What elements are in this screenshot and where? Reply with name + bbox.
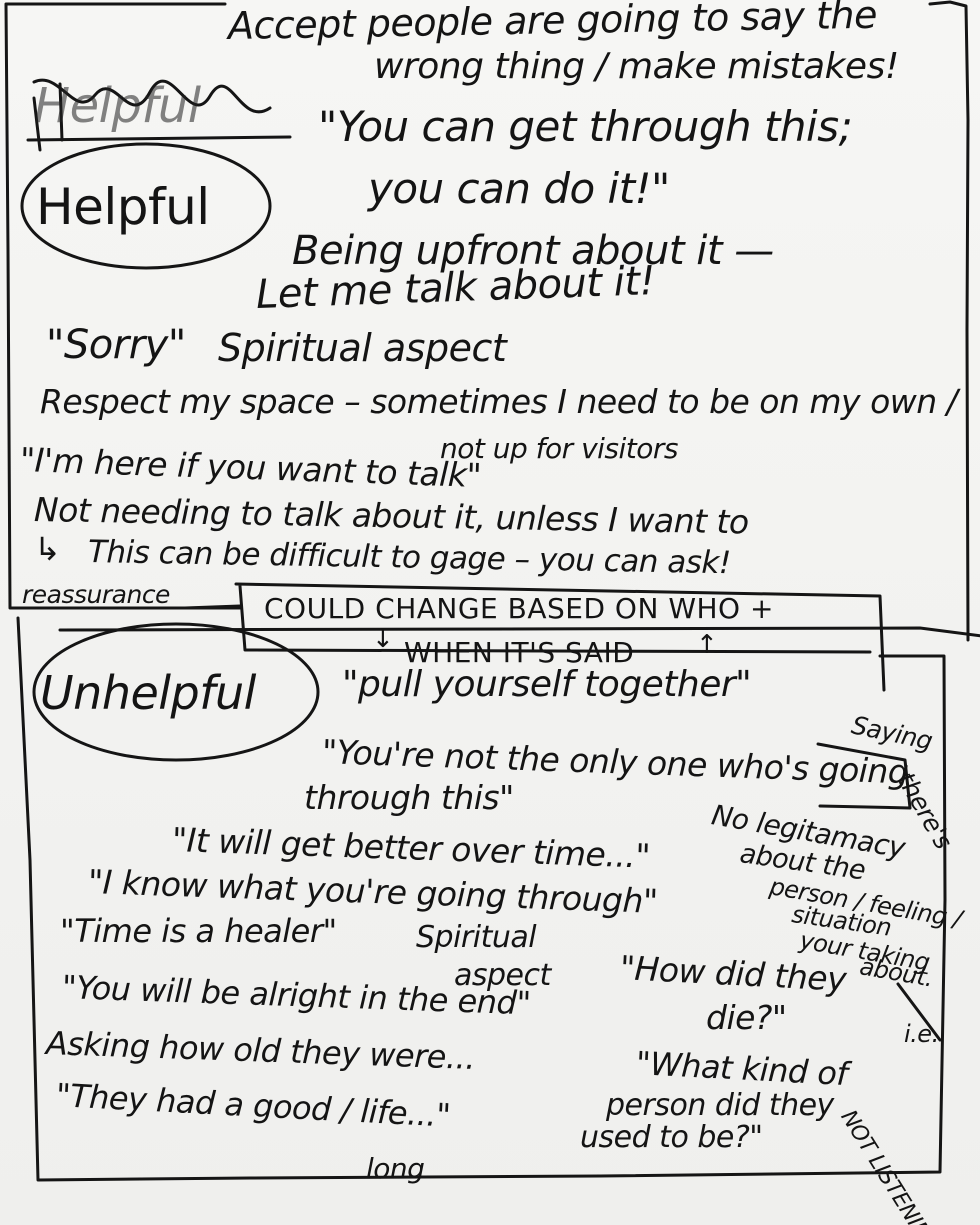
note-box-outline bbox=[234, 582, 886, 692]
helpful-circle bbox=[20, 142, 272, 270]
helpful-reassurance: reassurance bbox=[22, 580, 170, 609]
unhelpful-pull-yourself: "pull yourself together" bbox=[342, 664, 752, 705]
unhelpful-spiritual-1: Spiritual bbox=[416, 920, 537, 955]
helpful-box-outline bbox=[4, 0, 970, 642]
helpful-respect-1: Respect my space – sometimes I need to b… bbox=[40, 382, 958, 421]
unhelpful-what-kind-2: person did they bbox=[606, 1088, 834, 1123]
side-note-ie: i.e. bbox=[904, 1020, 939, 1048]
helpful-heading: Helpful bbox=[36, 178, 210, 236]
helpful-get-through-1: "You can get through this; bbox=[318, 102, 853, 151]
helpful-spiritual: Spiritual aspect bbox=[218, 326, 507, 370]
unhelpful-good-life-2: long bbox=[366, 1152, 425, 1185]
helpful-sorry: "Sorry" bbox=[46, 322, 186, 368]
helpful-scribble-text: Helpful bbox=[34, 78, 201, 134]
box-note-line1: COULD CHANGE BASED ON WHO + bbox=[264, 592, 774, 625]
scribble-underline bbox=[26, 135, 292, 142]
unhelpful-heading: Unhelpful bbox=[40, 666, 256, 720]
helpful-arrow-icon: ↳ bbox=[34, 530, 61, 568]
top-note-line2: wrong thing / make mistakes! bbox=[374, 46, 899, 87]
box-note-line2: WHEN IT'S SAID bbox=[404, 636, 635, 669]
unhelpful-spiritual-2: aspect bbox=[454, 958, 551, 993]
helpful-respect-2: not up for visitors bbox=[440, 432, 679, 465]
unhelpful-time-healer: "Time is a healer" bbox=[60, 912, 337, 950]
box-note-up-arrow-icon: ↑ bbox=[696, 630, 718, 660]
going-bracket bbox=[816, 742, 912, 810]
helpful-upfront-1: Being upfront about it — bbox=[292, 228, 774, 274]
scribble-strike bbox=[32, 78, 272, 114]
unhelpful-how-died-2: die?" bbox=[706, 998, 787, 1037]
unhelpful-what-kind-3: used to be?" bbox=[580, 1120, 763, 1155]
unhelpful-circle bbox=[32, 622, 320, 762]
box-note-down-arrow-icon: ↓ bbox=[372, 624, 394, 654]
divider-line bbox=[58, 626, 980, 638]
helpful-get-through-2: you can do it!" bbox=[368, 164, 670, 213]
unhelpful-box-outline bbox=[16, 616, 947, 1182]
unhelpful-not-only-2: through this" bbox=[304, 778, 514, 817]
leader-line bbox=[896, 982, 942, 1042]
